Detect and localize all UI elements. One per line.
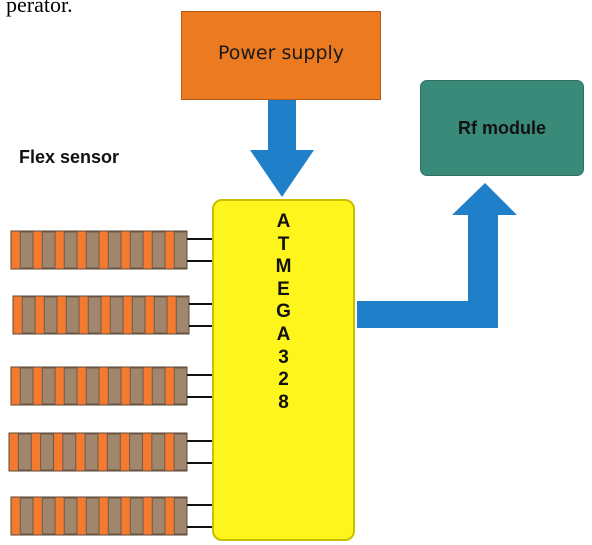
mcu-letter: T xyxy=(277,233,290,255)
mcu-letter: 2 xyxy=(278,369,289,391)
mcu-letter: G xyxy=(276,301,291,323)
cropped-caption-text: perator. xyxy=(6,0,73,17)
mcu-letter: E xyxy=(277,278,290,300)
mcu-to-rf-arrow xyxy=(357,183,517,328)
mcu-letter: M xyxy=(275,256,292,278)
flex-sensor xyxy=(10,230,214,270)
power-supply-block: Power supply xyxy=(181,11,381,100)
mcu-letter: 3 xyxy=(278,346,289,368)
flex-sensor xyxy=(8,432,214,472)
mcu-letter: A xyxy=(276,211,291,232)
flex-sensor xyxy=(10,366,214,406)
power-supply-label: Power supply xyxy=(217,42,345,64)
rf-module-block: Rf module xyxy=(420,80,584,176)
mcu-letter: 8 xyxy=(278,391,289,413)
mcu-letter: A xyxy=(276,323,291,345)
flex-sensor-label: Flex sensor xyxy=(19,147,120,167)
rf-module-label: Rf module xyxy=(458,118,546,138)
power-to-mcu-arrow xyxy=(250,100,314,197)
flex-sensor-group xyxy=(8,230,214,536)
flex-sensor xyxy=(12,295,214,335)
flex-sensor xyxy=(10,496,214,536)
